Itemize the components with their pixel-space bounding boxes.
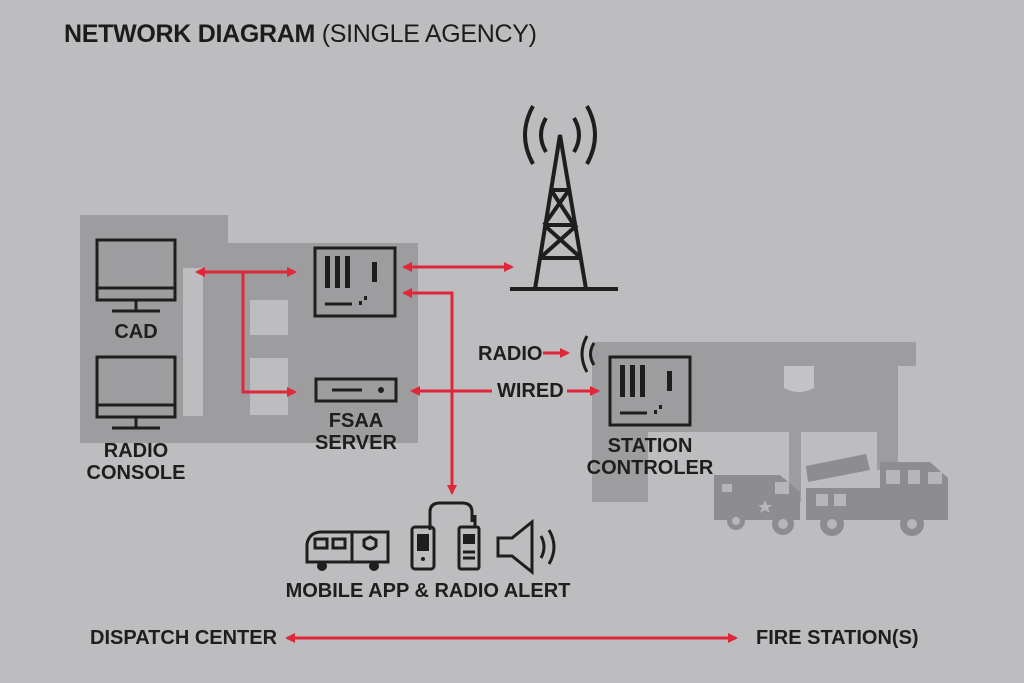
fsaa-server-label-line1: FSAA xyxy=(328,410,384,432)
monitor-icon xyxy=(95,355,177,430)
radio-handset-icon xyxy=(410,501,481,571)
controller-to-mobile-arrow xyxy=(402,288,457,495)
connection-arrows xyxy=(195,262,738,643)
radio-console-label-line2: CONSOLE xyxy=(86,462,186,484)
ambulance-icon xyxy=(305,530,390,571)
page-title: NETWORK DIAGRAM (SINGLE AGENCY) xyxy=(64,20,537,49)
radio-console-label: RADIO CONSOLE xyxy=(86,440,186,484)
ambulance-icon xyxy=(714,475,800,535)
fsaa-server-label: FSAA SERVER xyxy=(306,410,406,454)
cad-to-server-branch xyxy=(241,272,297,397)
radio-label: RADIO xyxy=(478,343,543,365)
station-controller-label-line1: STATION xyxy=(607,435,693,457)
fire-truck-icon xyxy=(806,454,948,536)
wireless-signal-icon xyxy=(580,335,596,373)
radio-tower-icon xyxy=(510,105,618,291)
server-icon xyxy=(314,377,398,403)
title-sub: (SINGLE AGENCY) xyxy=(321,20,537,48)
dispatch-center-building xyxy=(80,215,418,443)
controller-icon xyxy=(313,246,397,318)
monitor-icon xyxy=(95,238,177,313)
fsaa-server-label-line2: SERVER xyxy=(315,432,397,454)
speaker-icon xyxy=(496,518,556,576)
station-controller-label: STATION CONTROLER xyxy=(585,435,715,479)
controller-icon xyxy=(608,355,692,427)
wired-label: WIRED xyxy=(497,380,564,402)
dispatch-center-label: DISPATCH CENTER xyxy=(90,627,278,649)
mobile-alert-label: MOBILE APP & RADIO ALERT xyxy=(285,580,571,602)
title-main: NETWORK DIAGRAM xyxy=(64,20,316,48)
radio-console-label-line1: RADIO xyxy=(103,440,169,462)
station-controller-label-line2: CONTROLER xyxy=(586,457,714,479)
fire-station-label: FIRE STATION(S) xyxy=(756,627,919,649)
cad-label: CAD xyxy=(114,321,158,343)
